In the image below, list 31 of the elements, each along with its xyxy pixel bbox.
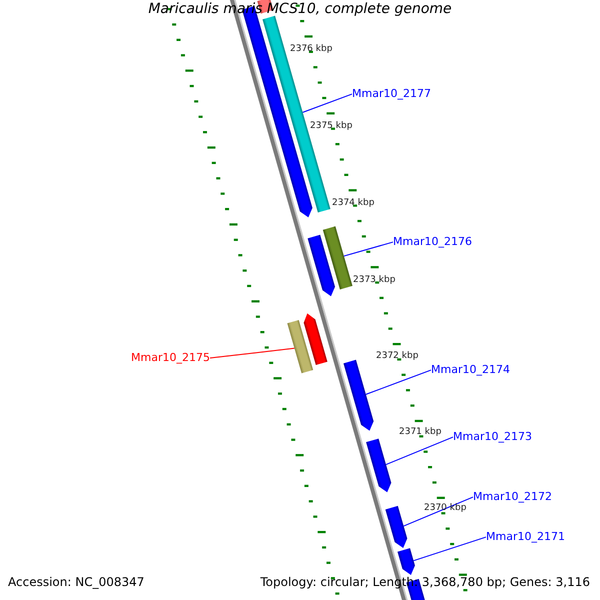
gene-bar (343, 360, 374, 431)
scale-label: 2374 kbp (332, 199, 374, 208)
gene-bar (322, 226, 352, 290)
gene-bar (385, 506, 408, 548)
gene-bar (366, 438, 392, 492)
gene-bar (304, 313, 328, 366)
leader-line (210, 348, 295, 359)
gene-label: Mmar10_2174 (431, 364, 510, 375)
scale-label: 2373 kbp (353, 276, 396, 285)
scale-label: 2375 kbp (310, 122, 352, 131)
gene-label: Mmar10_2172 (473, 491, 552, 502)
leader-line (403, 496, 474, 527)
gene-bar (262, 16, 330, 213)
gene-label: Mmar10_2176 (393, 236, 472, 247)
gene-label: Mmar10_2175 (131, 352, 210, 363)
gene-bar (308, 234, 336, 296)
leader-line (386, 436, 454, 466)
scale-label: 2376 kbp (290, 45, 332, 54)
gene-label: Mmar10_2177 (352, 88, 431, 99)
gene-label: Mmar10_2171 (486, 531, 565, 542)
scale-label: 2371 kbp (399, 428, 442, 437)
leader-line (413, 536, 486, 562)
leader-line (302, 94, 352, 113)
scale-label: 2372 kbp (376, 352, 418, 361)
leader-line (365, 370, 432, 395)
accession-text: Accession: NC_008347 (8, 576, 144, 588)
gene-bar (287, 320, 314, 374)
gene-bar (398, 548, 415, 575)
scale-label: 2370 kbp (424, 504, 466, 513)
leader-line (343, 242, 394, 257)
gene-label: Mmar10_2173 (453, 431, 532, 442)
